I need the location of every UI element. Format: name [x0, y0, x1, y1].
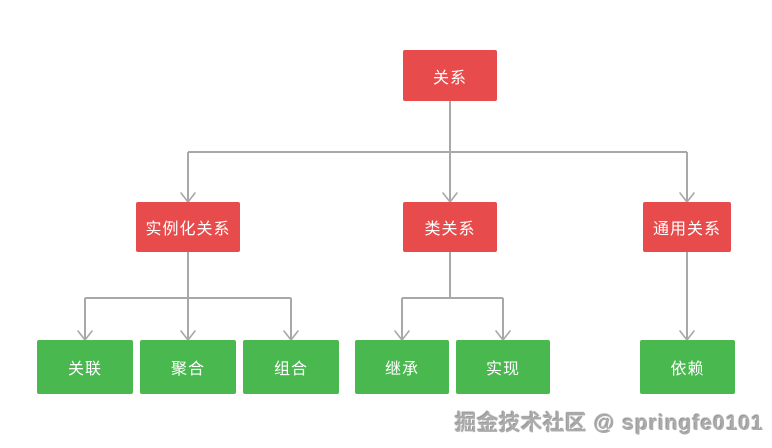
node-inheritance: 继承 — [355, 340, 449, 394]
watermark: 掘金技术社区 @ springfe0101 — [455, 412, 764, 435]
node-realization: 实现 — [456, 340, 550, 394]
node-dependency: 依赖 — [640, 340, 735, 394]
node-instantiation-relation: 实例化关系 — [136, 202, 240, 252]
node-aggregation: 聚合 — [140, 340, 236, 394]
node-general-relation: 通用关系 — [643, 202, 731, 252]
node-composition: 组合 — [243, 340, 339, 394]
node-class-relation: 类关系 — [403, 202, 497, 252]
node-relation: 关系 — [403, 50, 497, 101]
node-association: 关联 — [37, 340, 133, 394]
